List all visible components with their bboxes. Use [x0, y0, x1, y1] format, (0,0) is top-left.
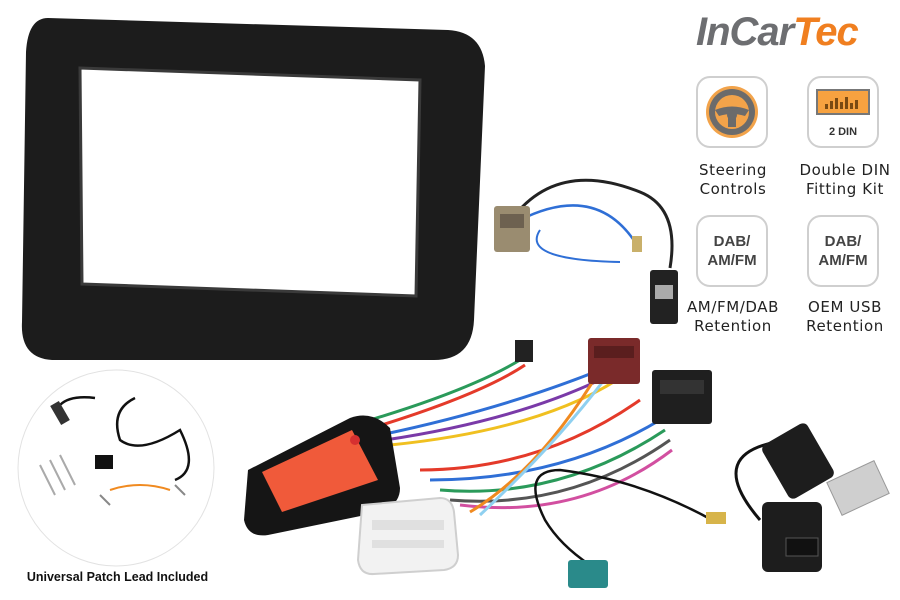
icon-text: DAB/	[824, 233, 862, 250]
vehicle-connector	[356, 496, 460, 576]
am-fm-dab-tile: DAB/ AM/FM	[696, 215, 768, 287]
am-fm-dab-caption: AM/FM/DAB Retention	[673, 298, 793, 336]
dab-fm-icon: DAB/ AM/FM	[707, 232, 756, 270]
dab-aerial-lead	[534, 468, 726, 588]
icon-text: DAB/	[713, 233, 751, 250]
oem-usb-tile: DAB/ AM/FM	[807, 215, 879, 287]
equalizer-icon	[825, 97, 858, 109]
steering-controls-caption: Steering Controls	[673, 161, 793, 199]
double-din-icon: 2 DIN	[812, 81, 874, 143]
brand-part1: InCar	[696, 10, 794, 54]
double-din-tile: 2 DIN	[807, 76, 879, 148]
caption-line: Retention	[806, 317, 884, 335]
iso-connector-right	[652, 370, 712, 424]
patch-lead-caption: Universal Patch Lead Included	[26, 570, 209, 584]
antenna-adapter	[494, 178, 678, 324]
iso-connector-left	[588, 338, 640, 384]
caption-line: Retention	[694, 317, 772, 335]
steering-wheel-icon	[706, 86, 758, 138]
caption-line: Steering	[698, 161, 768, 179]
icon-text: AM/FM	[818, 252, 868, 269]
usb-extension-lead	[734, 423, 890, 572]
caption-line: Double DIN	[799, 161, 891, 179]
brand-part2: Tec	[793, 10, 858, 54]
dab-fm-icon: DAB/ AM/FM	[818, 232, 867, 270]
wiring-harness	[369, 358, 673, 517]
double-din-caption: Double DIN Fitting Kit	[785, 161, 900, 199]
patch-lead-circle	[17, 369, 215, 567]
caption-line: AM/FM/DAB	[686, 298, 780, 316]
caption-line: Fitting Kit	[806, 180, 884, 198]
oem-usb-caption: OEM USB Retention	[785, 298, 900, 336]
double-din-fascia	[21, 18, 485, 360]
double-din-badge: 2 DIN	[828, 126, 858, 138]
small-plug	[515, 340, 533, 362]
steering-controls-tile	[696, 76, 768, 148]
caption-line: Controls	[699, 180, 767, 198]
caption-line: OEM USB	[808, 298, 882, 316]
brand-logo: InCarTec	[696, 10, 859, 55]
universal-patch-lead	[39, 396, 191, 506]
icon-text: AM/FM	[707, 252, 757, 269]
